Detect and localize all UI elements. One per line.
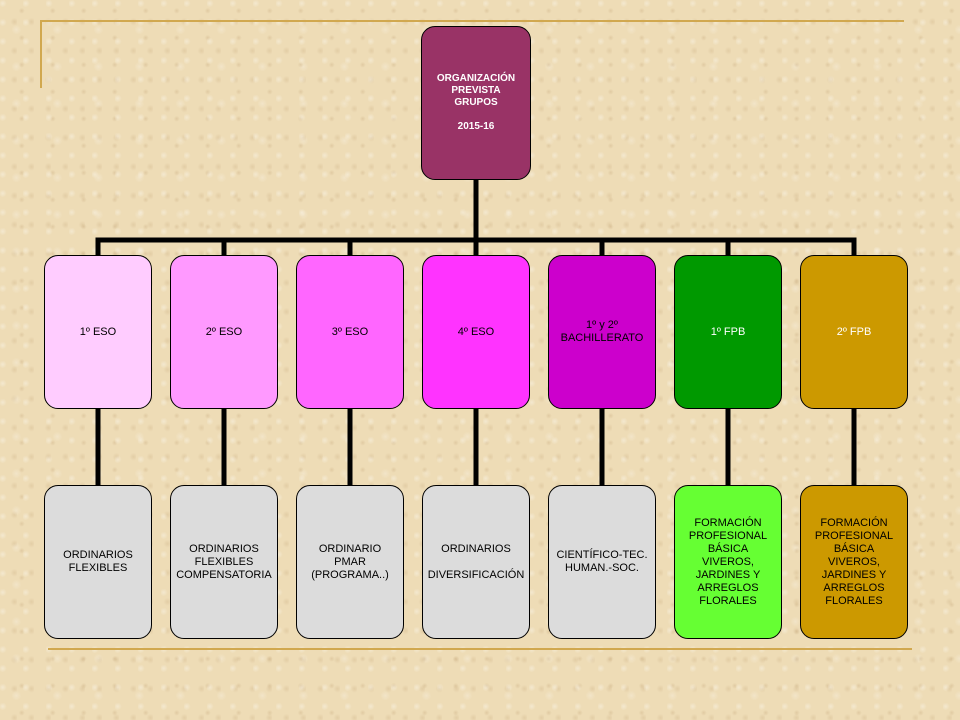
- level-node-bachillerato: 1º y 2º BACHILLERATO: [548, 255, 656, 409]
- group-node-2eso: ORDINARIOS FLEXIBLES COMPENSATORIA: [170, 485, 278, 639]
- group-node-4eso: ORDINARIOS DIVERSIFICACIÓN: [422, 485, 530, 639]
- root-node: ORGANIZACIÓN PREVISTA GRUPOS 2015-16: [421, 26, 531, 180]
- level-node-2fpb: 2º FPB: [800, 255, 908, 409]
- group-node-1eso: ORDINARIOS FLEXIBLES: [44, 485, 152, 639]
- top-accent-line: [40, 20, 904, 22]
- level-node-4eso: 4º ESO: [422, 255, 530, 409]
- group-node-3eso: ORDINARIO PMAR (PROGRAMA..): [296, 485, 404, 639]
- level-node-2eso: 2º ESO: [170, 255, 278, 409]
- group-node-1fpb: FORMACIÓN PROFESIONAL BÁSICA VIVEROS, JA…: [674, 485, 782, 639]
- level-node-1fpb: 1º FPB: [674, 255, 782, 409]
- group-node-2fpb: FORMACIÓN PROFESIONAL BÁSICA VIVEROS, JA…: [800, 485, 908, 639]
- left-accent-line: [40, 20, 42, 88]
- level-node-3eso: 3º ESO: [296, 255, 404, 409]
- level-node-1eso: 1º ESO: [44, 255, 152, 409]
- group-node-bachillerato: CIENTÍFICO-TEC. HUMAN.-SOC.: [548, 485, 656, 639]
- bottom-accent-line: [48, 648, 912, 650]
